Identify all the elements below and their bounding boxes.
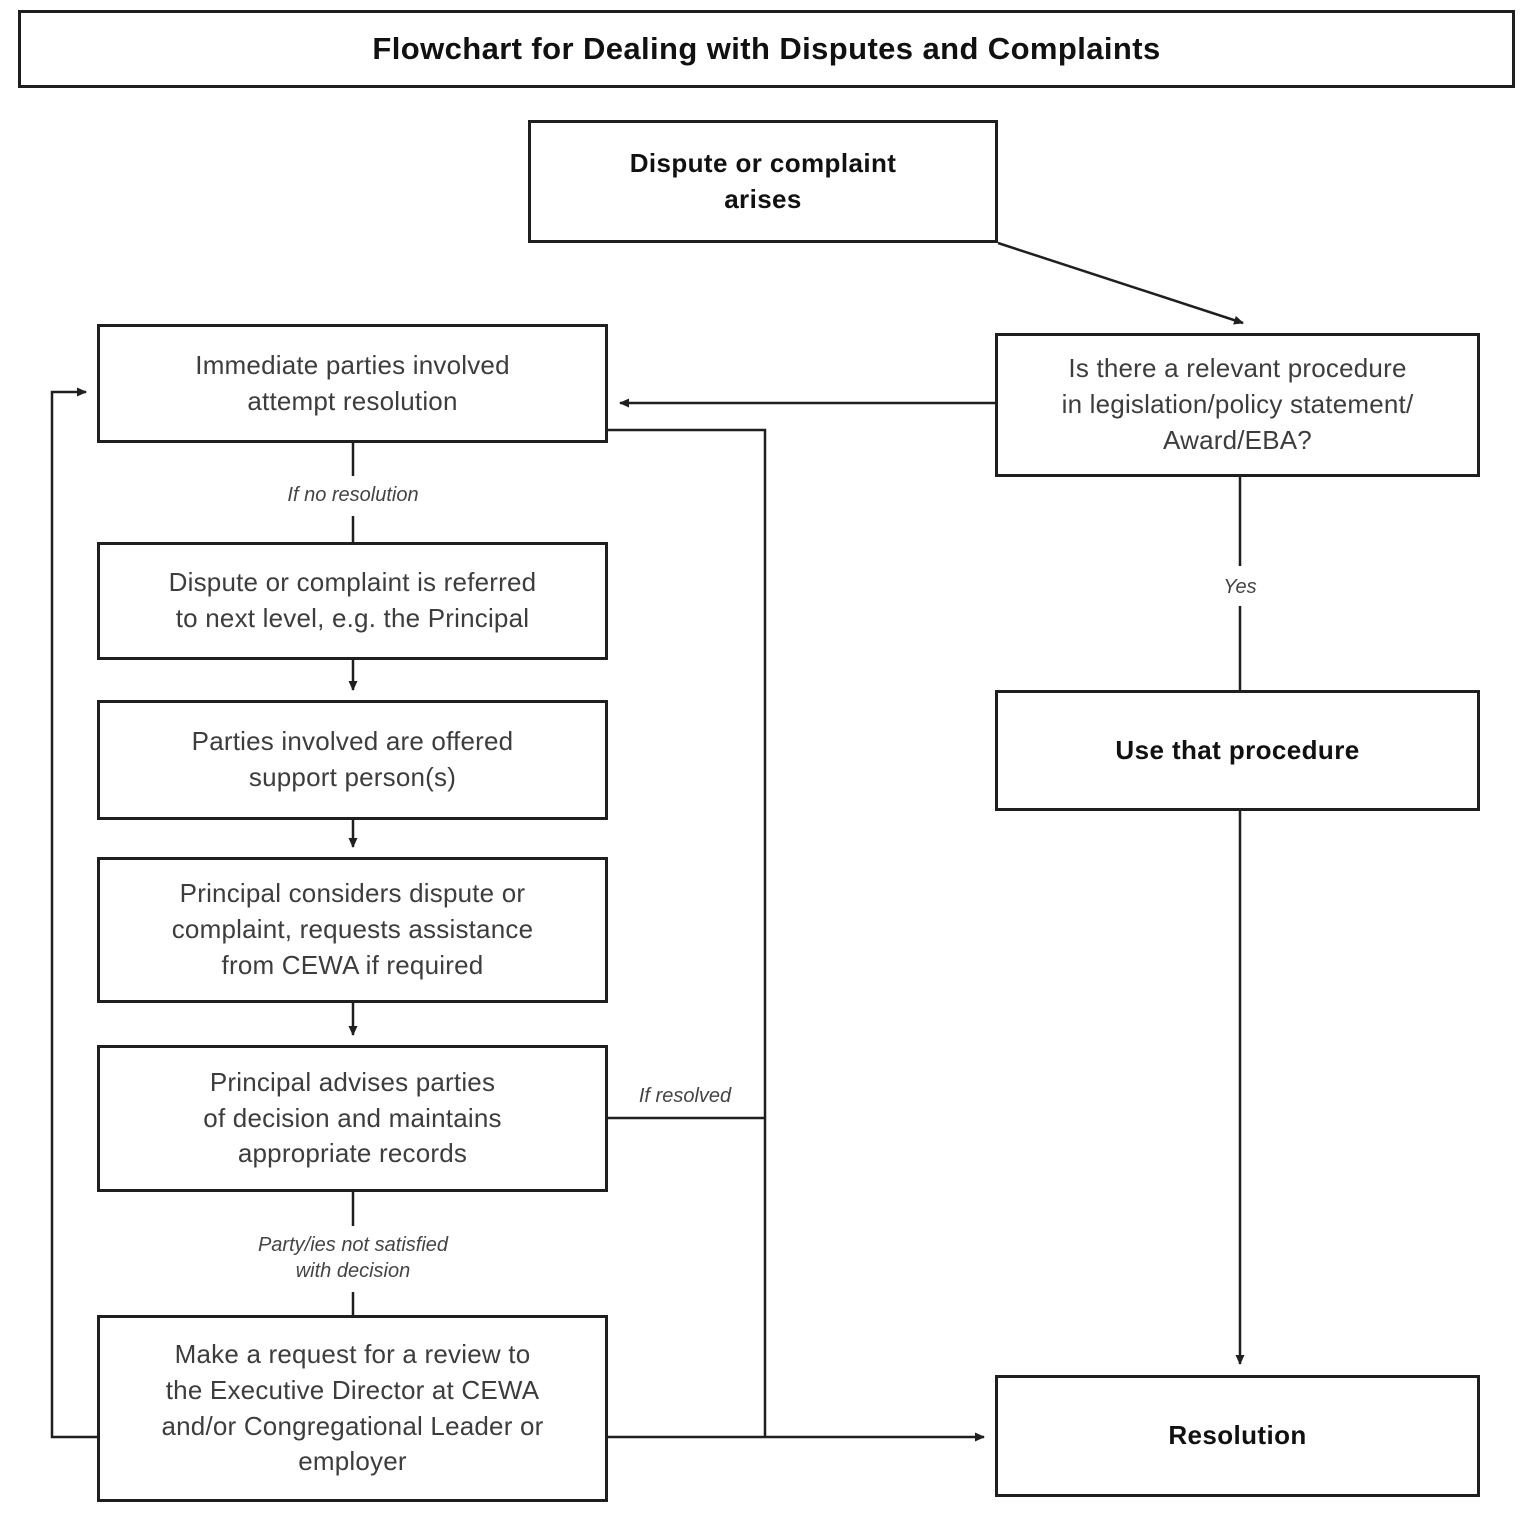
edge-label-yes: Yes bbox=[1219, 574, 1261, 600]
node-request-review: Make a request for a review to the Execu… bbox=[97, 1315, 608, 1502]
edge-resolved-spine bbox=[608, 428, 767, 1437]
page-title: Flowchart for Dealing with Disputes and … bbox=[18, 10, 1515, 88]
edge-feedback-loop bbox=[50, 387, 97, 1439]
node-principal-advises: Principal advises parties of decision an… bbox=[97, 1045, 608, 1192]
node-referred-next-level: Dispute or complaint is referred to next… bbox=[97, 542, 608, 660]
node-dispute-arises: Dispute or complaint arises bbox=[528, 120, 998, 243]
edge-dispute-to-question bbox=[997, 241, 1244, 325]
node-support-persons: Parties involved are offered support per… bbox=[97, 700, 608, 820]
node-immediate-parties: Immediate parties involved attempt resol… bbox=[97, 324, 608, 443]
node-resolution: Resolution bbox=[995, 1375, 1480, 1497]
edge-label-if-resolved: If resolved bbox=[634, 1083, 736, 1109]
node-relevant-procedure-question: Is there a relevant procedure in legisla… bbox=[995, 333, 1480, 477]
edge-label-if-no-resolution: If no resolution bbox=[283, 482, 423, 508]
node-use-procedure: Use that procedure bbox=[995, 690, 1480, 811]
edge-label-party-not-satisfied: Party/ies not satisfied with decision bbox=[253, 1232, 453, 1284]
node-principal-considers: Principal considers dispute or complaint… bbox=[97, 857, 608, 1003]
